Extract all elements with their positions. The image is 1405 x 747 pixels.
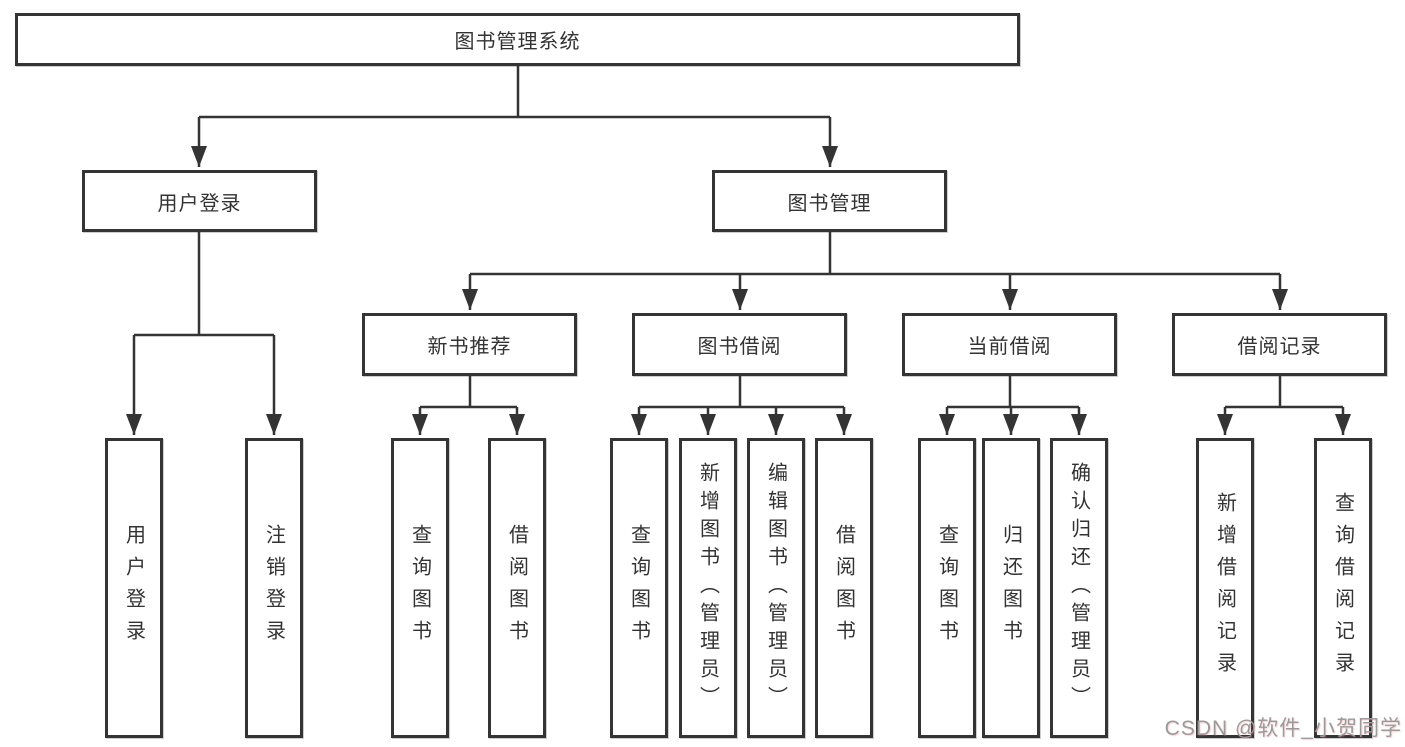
node-user-login: 用户登录 xyxy=(82,170,317,232)
leaf-label: 注销登录 xyxy=(262,524,285,652)
node-book-borrow: 图书借阅 xyxy=(632,313,847,376)
node-library-system: 图书管理系统 xyxy=(15,13,1020,66)
node-current-borrow: 当前借阅 xyxy=(902,313,1117,376)
leaf-label: 新增借阅记录 xyxy=(1213,492,1236,684)
leaf-return-books: 归还图书 xyxy=(982,438,1040,738)
leaf-query-books-borrow: 查询图书 xyxy=(610,438,668,738)
node-label: 新书推荐 xyxy=(427,336,512,358)
node-label: 图书管理 xyxy=(787,192,872,215)
leaf-label: 用户登录 xyxy=(122,524,145,652)
node-book-management: 图书管理 xyxy=(712,170,947,232)
leaf-edit-books-admin: 编辑图书（管理员） xyxy=(747,438,805,738)
node-label: 图书借阅 xyxy=(697,336,782,358)
node-new-book-recommend: 新书推荐 xyxy=(362,313,577,376)
leaf-logout: 注销登录 xyxy=(245,438,303,738)
leaf-label: 查询图书 xyxy=(935,524,958,652)
leaf-add-borrow-record: 新增借阅记录 xyxy=(1196,438,1254,738)
leaf-confirm-return-admin: 确认归还（管理员） xyxy=(1050,438,1108,738)
leaf-borrow-books: 借阅图书 xyxy=(815,438,873,738)
leaf-label: 借阅图书 xyxy=(505,524,528,652)
watermark: CSDN @软件_小贺同学 xyxy=(1164,717,1402,740)
leaf-borrow-books-recommend: 借阅图书 xyxy=(488,438,546,738)
leaf-label: 归还图书 xyxy=(999,524,1022,652)
leaf-label: 查询图书 xyxy=(408,524,431,652)
leaf-add-books-admin: 新增图书（管理员） xyxy=(679,438,737,738)
node-label: 用户登录 xyxy=(157,192,242,215)
node-label: 图书管理系统 xyxy=(454,31,581,53)
leaf-label: 查询图书 xyxy=(627,524,650,652)
leaf-query-books-recommend: 查询图书 xyxy=(391,438,449,738)
leaf-label: 确认归还（管理员） xyxy=(1067,462,1090,714)
node-label: 借阅记录 xyxy=(1237,336,1322,358)
leaf-query-books-current: 查询图书 xyxy=(918,438,976,738)
leaf-label: 编辑图书（管理员） xyxy=(764,462,787,714)
leaf-label: 查询借阅记录 xyxy=(1331,492,1354,684)
leaf-label: 新增图书（管理员） xyxy=(696,462,719,714)
node-label: 当前借阅 xyxy=(967,336,1052,358)
leaf-user-login: 用户登录 xyxy=(105,438,163,738)
node-borrow-records: 借阅记录 xyxy=(1172,313,1387,376)
leaf-query-borrow-record: 查询借阅记录 xyxy=(1314,438,1372,738)
leaf-label: 借阅图书 xyxy=(832,524,855,652)
